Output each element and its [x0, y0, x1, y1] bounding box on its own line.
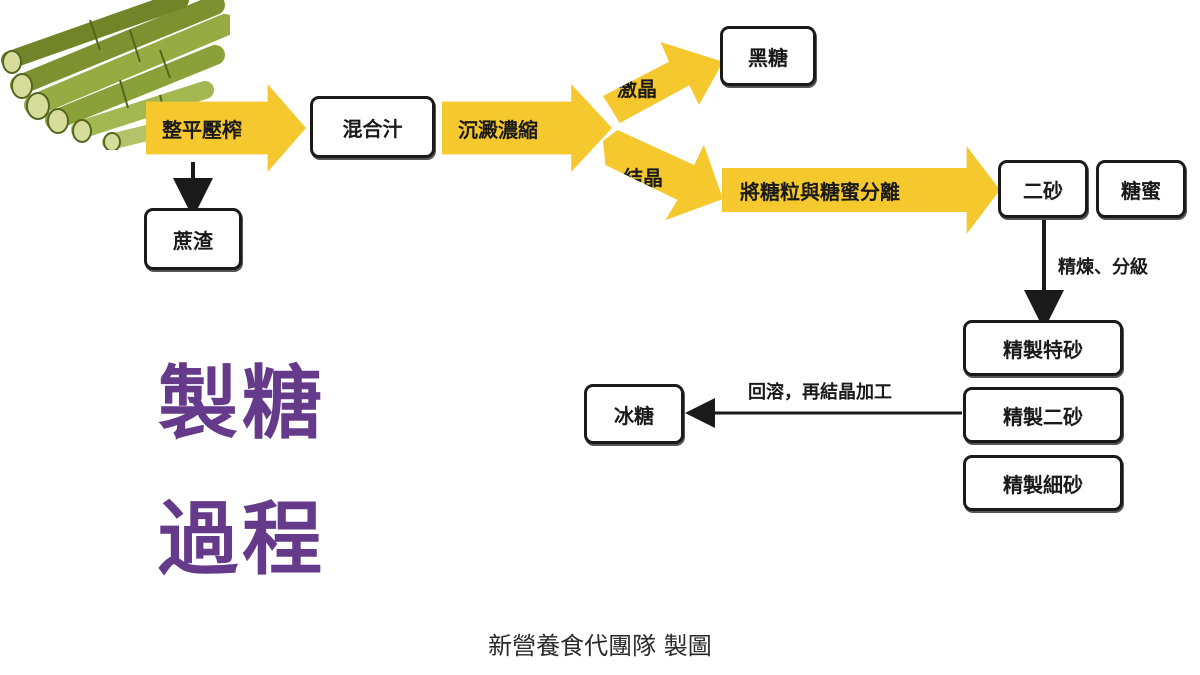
title-line-1: 製糖 [158, 357, 326, 450]
refined-special-box: 精製特砂 [963, 320, 1123, 376]
recrystallize-label: 回溶，再結晶加工 [748, 382, 892, 403]
title-line-2: 過程 [158, 493, 326, 586]
refine-label: 精煉、分級 [1058, 257, 1148, 278]
separate-label: 將糖粒與糖蜜分離 [740, 179, 900, 204]
press-label: 整平壓榨 [162, 117, 242, 142]
refined-fine-box: 精製細砂 [963, 455, 1123, 511]
refined-raw-box: 精製二砂 [963, 387, 1123, 443]
molasses-box: 糖蜜 [1096, 160, 1186, 218]
raw-sugar-box: 二砂 [998, 160, 1088, 218]
brown-sugar-box: 黑糖 [720, 26, 816, 86]
bagasse-box: 蔗渣 [144, 208, 242, 270]
concentrate-label: 沉澱濃縮 [458, 117, 538, 142]
rock-sugar-box: 冰糖 [584, 384, 684, 444]
credit-text: 新營養食代團隊 製圖 [488, 632, 712, 660]
mixed-juice-box: 混合汁 [310, 96, 435, 158]
